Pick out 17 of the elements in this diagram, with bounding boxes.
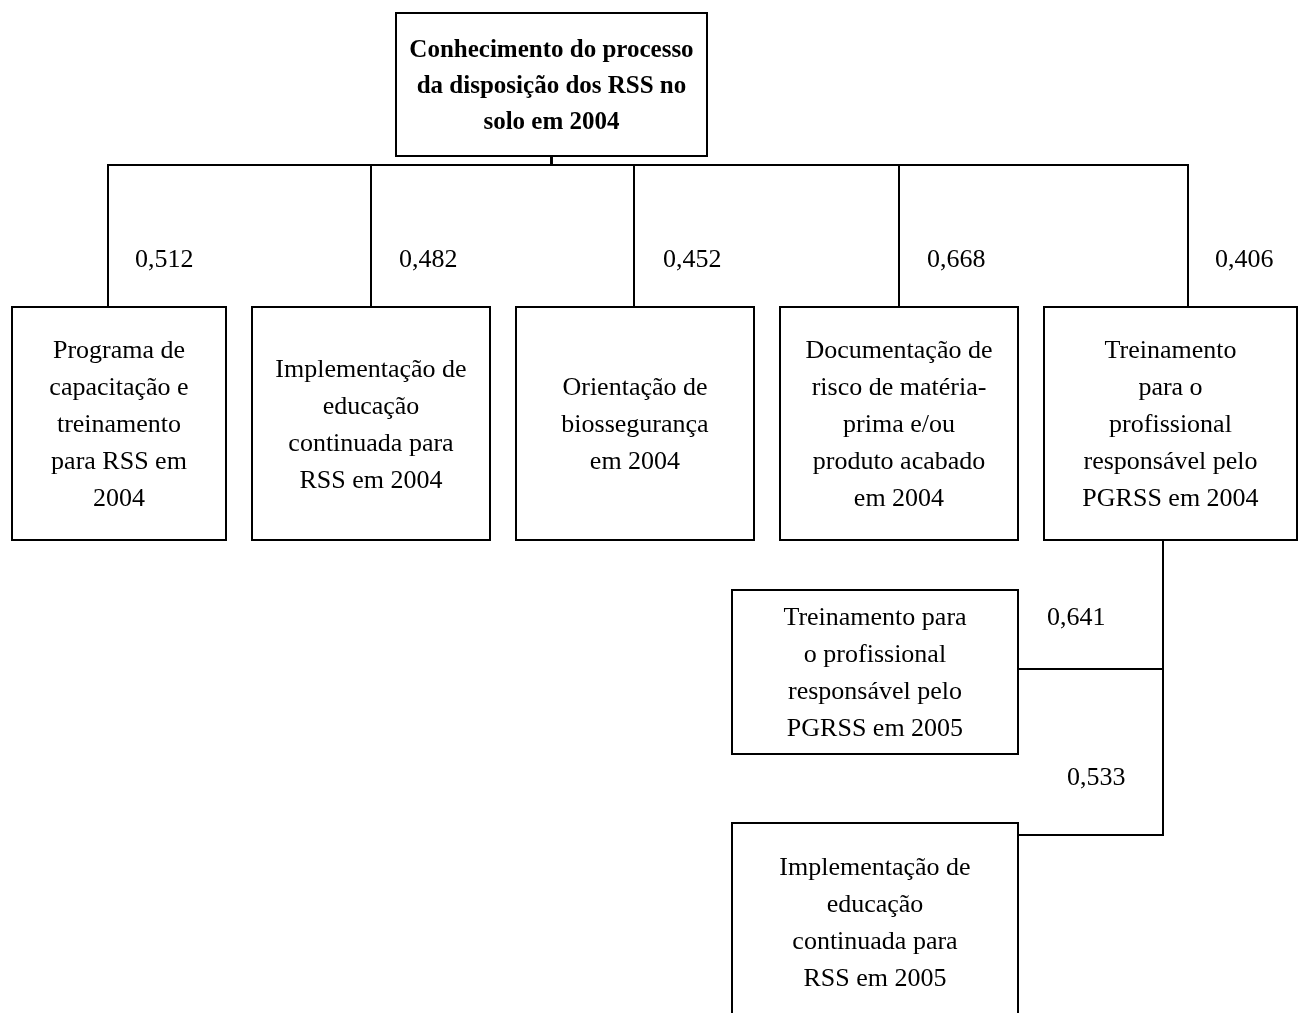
factor-text: Conhecimento do processo da disposição dos RSS no solo em 2004 xyxy=(408,33,695,136)
factor-text: Treinamento para o profissional responsável pelo PGRSS em 2005 xyxy=(782,601,968,744)
factor-box xyxy=(731,822,1019,1013)
factor-text: Documentação de risco de matéria-prima e/ou produto acabado em 2004 xyxy=(804,334,994,514)
factor-box xyxy=(515,306,755,541)
factor-box xyxy=(251,306,491,541)
factor-text: Programa de capacitação e treinamento para RSS em 2004 xyxy=(48,334,190,514)
factor-box xyxy=(11,306,227,541)
factor-text: Treinamento para o profissional responsável pelo PGRSS em 2004 xyxy=(1081,334,1260,514)
factor-box xyxy=(1043,306,1298,541)
factor-text: Orientação de biossegurança em 2004 xyxy=(560,371,710,477)
connector-line xyxy=(550,156,1189,307)
factor-text: Implementação de educação continuada para RSS em 2005 xyxy=(778,851,972,994)
factor-box xyxy=(779,306,1019,541)
factor-text: Implementação de educação continuada para RSS em 2004 xyxy=(274,352,468,496)
factor-box xyxy=(731,589,1019,755)
factor-box xyxy=(395,12,708,157)
